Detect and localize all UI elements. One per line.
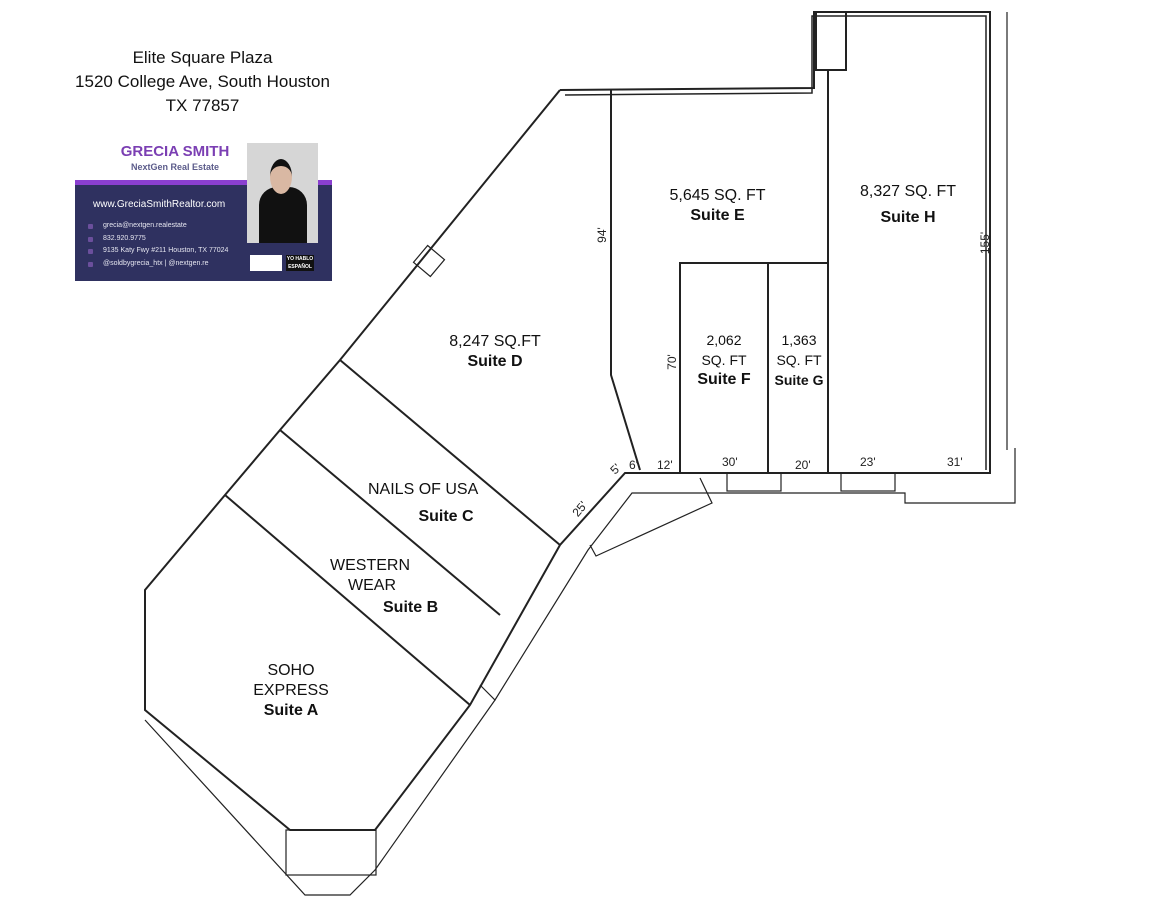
suite-area: 8,247 SQ.FT	[449, 333, 541, 350]
suite-area: SQ. FT	[776, 352, 822, 368]
agent-business-card: GRECIA SMITH NextGen Real Estate www.Gre…	[75, 143, 332, 281]
agent-company: NextGen Real Estate	[130, 162, 220, 172]
suite-name: Suite C	[418, 508, 474, 525]
wall-d-e	[610, 90, 641, 471]
suite-name: Suite E	[690, 207, 745, 224]
dimension-6: 6'	[629, 458, 638, 472]
suite-name: Suite G	[774, 372, 824, 388]
wall-b-c	[279, 429, 501, 616]
dimension-30: 30'	[722, 455, 738, 469]
property-header: Elite Square Plaza 1520 College Ave, Sou…	[60, 46, 345, 118]
agent-social: @soldbygrecia_htx | @nextgen.re	[103, 260, 209, 267]
building-outer-wall	[564, 15, 987, 470]
wall-f	[679, 262, 828, 473]
location-icon	[88, 249, 93, 254]
spanish-badge: YO HABLO ESPAÑOL	[286, 255, 314, 271]
suite-name: Suite A	[263, 702, 319, 719]
suite-d-label[interactable]: 8,247 SQ.FT Suite D	[430, 332, 560, 372]
email-icon	[88, 224, 93, 229]
suite-b-label[interactable]: WESTERN WEAR Suite B	[305, 556, 438, 616]
suite-area: SQ. FT	[701, 352, 747, 368]
tenant-name: WEAR	[348, 577, 396, 594]
sidewalk-edge	[479, 448, 1016, 701]
equal-housing-realtor-icon	[250, 255, 282, 271]
agent-website: www.GreciaSmithRealtor.com	[93, 199, 226, 210]
suite-c-label[interactable]: NAILS OF USA Suite C	[360, 480, 500, 527]
suite-area: 1,363	[781, 332, 817, 348]
dimension-23: 23'	[860, 455, 876, 469]
instagram-icon	[88, 262, 93, 267]
property-address: 1520 College Ave, South Houston	[75, 72, 330, 91]
building-outline	[144, 11, 991, 831]
dimension-70: 70'	[664, 354, 679, 370]
suite-a-label[interactable]: SOHO EXPRESS Suite A	[226, 661, 356, 721]
property-city: TX 77857	[165, 96, 240, 115]
tenant-name: SOHO	[267, 662, 315, 679]
suite-area: 8,327 SQ. FT	[859, 183, 957, 200]
tenant-name: EXPRESS	[253, 682, 329, 699]
agent-email: grecia@nextgen.realestate	[103, 222, 187, 229]
phone-icon	[88, 237, 93, 242]
suite-e-label[interactable]: 5,645 SQ. FT Suite E	[650, 186, 785, 226]
suite-f-label[interactable]: 2,062 SQ. FT Suite F	[684, 330, 764, 390]
tenant-name: NAILS OF USA	[368, 481, 479, 498]
agent-address: 9135 Katy Fwy #211 Houston, TX 77024	[103, 247, 229, 254]
agent-photo	[247, 143, 318, 243]
dimension-31: 31'	[947, 455, 963, 469]
dimension-12: 12'	[657, 458, 673, 472]
agent-phone: 832.920.9775	[103, 235, 146, 242]
suite-name: Suite H	[880, 209, 936, 226]
tenant-name: WESTERN	[330, 557, 410, 574]
property-name: Elite Square Plaza	[132, 48, 273, 67]
suite-name: Suite B	[383, 599, 439, 616]
wall-a-b	[224, 494, 471, 706]
suite-name: Suite D	[467, 353, 523, 370]
suite-area: 2,062	[706, 332, 742, 348]
suite-g-label[interactable]: 1,363 SQ. FT Suite G	[769, 330, 829, 390]
dimension-94: 94'	[594, 227, 609, 243]
wall-c-d	[339, 359, 561, 546]
agent-name: GRECIA SMITH	[120, 143, 230, 160]
suite-area: 5,645 SQ. FT	[669, 187, 766, 204]
suite-name: Suite F	[697, 371, 751, 388]
dimension-20: 20'	[795, 458, 811, 472]
suite-h-label[interactable]: 8,327 SQ. FT Suite H	[843, 182, 973, 228]
dimension-155: 155'	[978, 231, 993, 255]
utility-room	[815, 11, 847, 71]
